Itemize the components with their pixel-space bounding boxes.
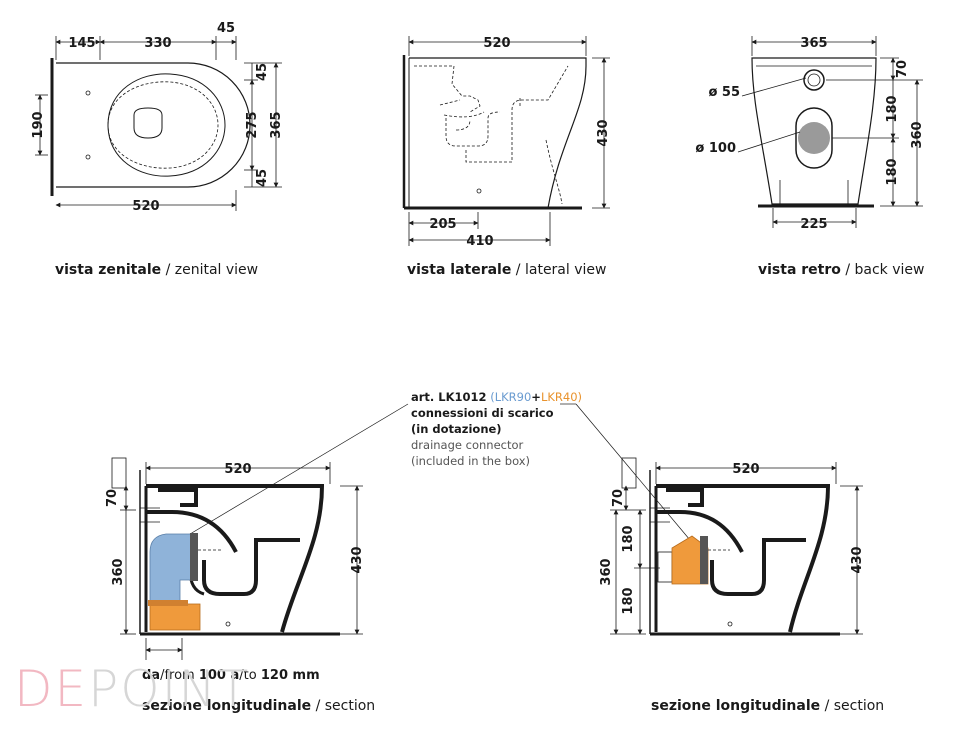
caption-lateral-en: lateral view: [524, 262, 607, 278]
dim-secl-360: 360: [111, 558, 126, 585]
dim-back-d100: ø 100: [695, 141, 736, 156]
range-p5: /to: [239, 668, 261, 683]
range-p1: da: [142, 668, 161, 683]
brand-part2: POINT: [88, 660, 251, 718]
dim-back-d55: ø 55: [708, 85, 740, 100]
caption-back-en: back view: [854, 262, 925, 278]
dim-lat-410: 410: [466, 234, 493, 249]
dim-zen-330: 330: [144, 36, 171, 51]
dim-secr-180b: 180: [621, 587, 636, 614]
connector-leaders: [179, 403, 691, 541]
range-p2: /from: [160, 668, 199, 683]
connector-open: (: [490, 390, 495, 404]
dim-zen-190: 190: [31, 111, 46, 138]
dim-secl-70: 70: [105, 489, 120, 507]
dim-secr-360: 360: [599, 558, 614, 585]
brand-part1: DE: [14, 660, 89, 718]
connector-note-line5: (included in the box): [411, 454, 531, 468]
range-p6: 120 mm: [260, 668, 320, 683]
lateral-view: [402, 36, 610, 246]
caption-lateral: vista laterale / lateral view: [407, 262, 607, 278]
dim-zen-145: 145: [68, 36, 95, 51]
dim-zen-45-top: 45: [217, 21, 235, 36]
dim-back-180b: 180: [885, 158, 900, 185]
dim-zen-275: 275: [245, 111, 260, 138]
dim-secr-70: 70: [611, 489, 626, 507]
brand-logo: DEPOINT: [14, 660, 250, 718]
dim-back-360: 360: [910, 121, 925, 148]
dim-zen-520: 520: [132, 199, 159, 214]
caption-section-left-en: section: [324, 698, 376, 714]
caption-section-right: sezione longitudinale / section: [651, 698, 885, 714]
caption-section-right-it: sezione longitudinale: [651, 698, 821, 714]
connector-note-line3: (in dotazione): [411, 422, 502, 436]
connector-close: ): [577, 390, 583, 404]
range-note: da/from 100 a/to 120 mm: [142, 668, 320, 683]
connector-plus: +: [531, 390, 541, 404]
caption-back-it: vista retro: [758, 262, 841, 278]
connector-note-line2: connessioni di scarico: [411, 406, 554, 420]
dim-back-180a: 180: [885, 95, 900, 122]
section-left: [111, 457, 363, 660]
dim-lat-205: 205: [429, 217, 456, 232]
dim-secl-430: 430: [350, 546, 365, 573]
connector-code-orange: LKR40: [540, 390, 578, 404]
dim-secr-180a: 180: [621, 525, 636, 552]
dim-lat-520: 520: [483, 36, 510, 51]
range-p3: 100: [198, 668, 226, 683]
back-view: [737, 36, 923, 228]
dim-back-365: 365: [800, 36, 827, 51]
dim-secr-430: 430: [850, 546, 865, 573]
caption-section-left-it: sezione longitudinale: [142, 698, 312, 714]
connector-code-blue: LKR90: [494, 390, 532, 404]
zenital-view: [35, 36, 282, 211]
caption-section-left: sezione longitudinale / section: [142, 698, 376, 714]
dim-secl-520: 520: [224, 462, 251, 477]
caption-zenital: vista zenitale / zenital view: [55, 262, 259, 278]
caption-lateral-it: vista laterale: [407, 262, 512, 278]
caption-section-right-en: section: [833, 698, 885, 714]
connector-note-line4: drainage connector: [411, 438, 524, 452]
range-p4: a: [225, 668, 240, 683]
dim-lat-430: 430: [596, 119, 611, 146]
connector-note-line1: art. LK1012 (LKR90+LKR40): [411, 389, 582, 405]
caption-zenital-it: vista zenitale: [55, 262, 162, 278]
connector-note: art. LK1012 (LKR90+LKR40) connessioni di…: [411, 389, 582, 469]
dim-zen-45a: 45: [255, 63, 270, 81]
caption-back: vista retro / back view: [758, 262, 925, 278]
connector-art: art. LK1012: [411, 390, 487, 404]
dim-zen-45b: 45: [255, 169, 270, 187]
dim-back-70: 70: [895, 60, 910, 78]
dim-secr-520: 520: [732, 462, 759, 477]
section-right: [610, 457, 863, 636]
dim-zen-365: 365: [269, 111, 284, 138]
caption-zenital-en: zenital view: [174, 262, 259, 278]
dim-back-225: 225: [800, 217, 827, 232]
